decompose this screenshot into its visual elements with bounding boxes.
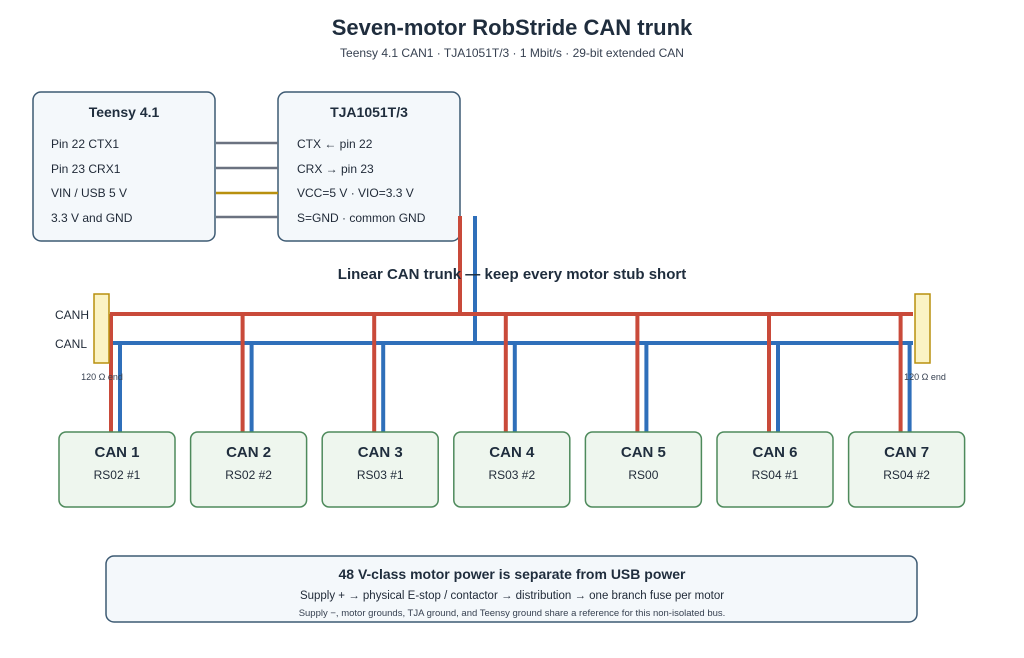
transceiver-box: TJA1051T/3 CTX ← pin 22 CRX → pin 23 VCC…	[277, 91, 461, 242]
transceiver-title: TJA1051T/3	[330, 104, 408, 120]
teensy-title: Teensy 4.1	[89, 104, 160, 120]
motor-node-title: CAN 2	[226, 444, 271, 461]
motor-node-5: CAN 5 RS00	[584, 431, 703, 508]
motor-node-title: CAN 3	[358, 444, 403, 461]
motor-node-box	[453, 431, 571, 508]
motor-stubs	[109, 314, 912, 432]
motor-node-box	[847, 431, 966, 508]
motor-node-model: RS03 #1	[357, 468, 404, 482]
teensy-pin-gnd: 3.3 V and GND	[51, 211, 133, 225]
motor-node-2: CAN 2 RS02 #2	[189, 431, 308, 508]
motor-node-box	[58, 431, 176, 508]
power-title: 48 V-class motor power is separate from …	[338, 566, 686, 582]
motor-node-title: CAN 6	[752, 444, 797, 461]
transceiver-pin-ctx: CTX ← pin 22	[297, 137, 373, 151]
power-ground-note: Supply −, motor grounds, TJA ground, and…	[299, 608, 726, 619]
diagram-subtitle: Teensy 4.1 CAN1 · TJA1051T/3 · 1 Mbit/s …	[340, 46, 684, 60]
motor-node-title: CAN 5	[621, 444, 666, 461]
teensy-pin-crx: Pin 23 CRX1	[51, 162, 121, 176]
canl-label: CANL	[55, 337, 87, 351]
motor-node-box	[716, 431, 834, 508]
teensy-pin-vin: VIN / USB 5 V	[51, 186, 127, 200]
motor-node-box	[189, 431, 308, 508]
teensy-pin-ctx: Pin 22 CTX1	[51, 137, 119, 151]
transceiver-pin-s: S=GND · common GND	[297, 211, 426, 225]
motor-node-model: RS00	[628, 468, 658, 482]
diagram-title: Seven-motor RobStride CAN trunk	[332, 15, 693, 40]
motor-node-4: CAN 4 RS03 #2	[453, 431, 571, 508]
canh-label: CANH	[55, 308, 89, 322]
motor-node-3: CAN 3 RS03 #1	[321, 431, 439, 508]
motor-node-7: CAN 7 RS04 #2	[847, 431, 966, 508]
power-box: 48 V-class motor power is separate from …	[105, 555, 918, 623]
terminator-right	[914, 293, 931, 364]
motor-node-title: CAN 1	[94, 444, 139, 461]
terminator-left-label: 120 Ω end	[81, 372, 123, 382]
transceiver-pin-crx: CRX → pin 23	[297, 162, 374, 176]
motor-node-model: RS02 #1	[94, 468, 141, 482]
motor-node-model: RS04 #1	[752, 468, 799, 482]
motor-node-box	[321, 431, 439, 508]
motor-node-model: RS04 #2	[883, 468, 930, 482]
transceiver-pin-vcc: VCC=5 V · VIO=3.3 V	[297, 186, 414, 200]
motor-node-box	[584, 431, 703, 508]
terminator-right-label: 120 Ω end	[904, 372, 946, 382]
motor-node-title: CAN 4	[489, 444, 535, 461]
motor-node-1: CAN 1 RS02 #1	[58, 431, 176, 508]
teensy-box: Teensy 4.1 Pin 22 CTX1 Pin 23 CRX1 VIN /…	[32, 91, 216, 242]
motor-node-6: CAN 6 RS04 #1	[716, 431, 834, 508]
power-chain: Supply + → physical E-stop / contactor →…	[300, 590, 724, 602]
motor-node-model: RS03 #2	[488, 468, 535, 482]
terminator-left	[93, 293, 110, 364]
motor-node-title: CAN 7	[884, 444, 929, 461]
trunk-label: Linear CAN trunk — keep every motor stub…	[338, 266, 686, 283]
motor-node-model: RS02 #2	[225, 468, 272, 482]
